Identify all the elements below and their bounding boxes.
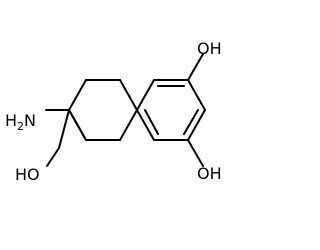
bond xyxy=(58,109,70,149)
bond xyxy=(187,109,206,141)
bond xyxy=(119,109,138,141)
bond xyxy=(136,79,155,111)
bond xyxy=(46,147,60,167)
bond xyxy=(187,53,204,81)
amine-n: N xyxy=(24,111,36,130)
double-bond-inner xyxy=(144,109,159,135)
bond xyxy=(187,139,204,167)
amine-h: H xyxy=(5,111,17,130)
oh-lower-label: OH xyxy=(197,164,222,183)
bond xyxy=(136,109,155,141)
chemical-structure: OH OH H2N HO xyxy=(5,39,222,184)
amine-label: H2N xyxy=(5,111,36,133)
molecule-drawing: OH OH H2N HO xyxy=(5,39,222,184)
hydroxymethyl-label: HO xyxy=(15,165,40,184)
bond xyxy=(187,79,206,111)
amine-subscript: 2 xyxy=(17,120,24,133)
double-bond-inner xyxy=(183,109,199,135)
bond xyxy=(68,109,87,141)
oh-upper-label: OH xyxy=(197,39,222,58)
bond xyxy=(119,79,138,111)
bond xyxy=(68,79,87,111)
